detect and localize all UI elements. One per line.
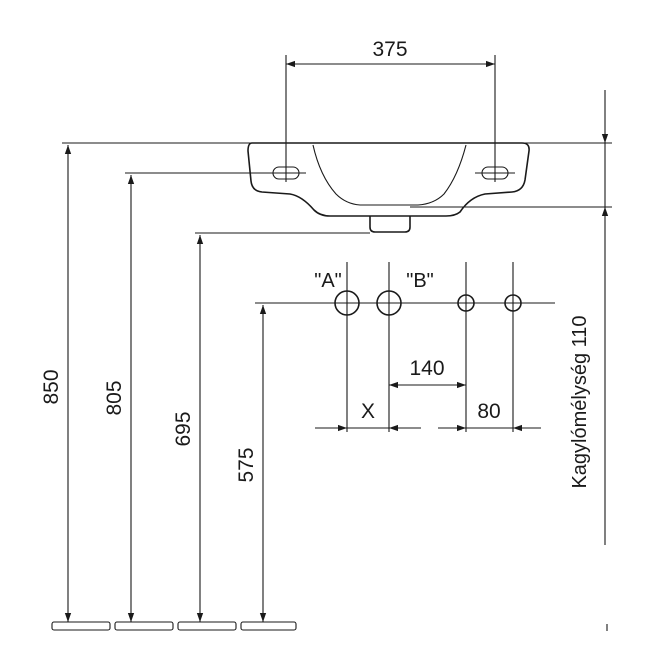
connection-a-label: "A": [314, 270, 342, 292]
spacing-dimension-140: 140: [389, 357, 466, 389]
connection-a: "A": [314, 262, 360, 432]
spacing-x-label: X: [361, 400, 375, 423]
height-dimension-575: 575: [235, 305, 267, 622]
width-dimension: 375: [285, 38, 496, 182]
bowl-depth-dimension: Kagylómélység 110: [569, 90, 609, 545]
spacing-dimension-80: 80: [438, 400, 541, 432]
height-575-label: 575: [235, 447, 258, 482]
supply-point-right: [504, 262, 522, 432]
connection-b: "B": [376, 262, 434, 432]
height-dimension-850: 850: [40, 145, 72, 622]
height-850-label: 850: [40, 369, 63, 404]
spacing-dimension-x: X: [315, 400, 421, 432]
height-805-label: 805: [103, 380, 126, 415]
height-695-label: 695: [172, 411, 195, 446]
floor-line: [51, 621, 297, 631]
spacing-80-label: 80: [477, 400, 500, 423]
spacing-140-label: 140: [409, 357, 444, 380]
height-dimension-805: 805: [103, 175, 135, 622]
height-dimension-695: 695: [172, 235, 204, 622]
connection-b-label: "B": [406, 270, 434, 292]
supply-point-left: [457, 262, 475, 432]
bowl-depth-label: Kagylómélység 110: [569, 315, 591, 488]
width-label: 375: [372, 38, 407, 61]
washbasin-outline: [247, 142, 530, 233]
